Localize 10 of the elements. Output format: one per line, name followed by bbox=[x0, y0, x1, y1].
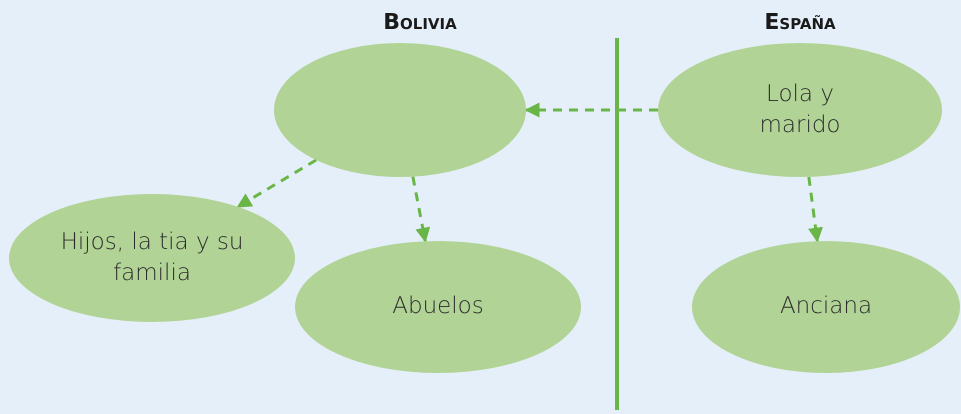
node-text: Anciana bbox=[780, 292, 872, 322]
dashed-arrow bbox=[524, 102, 658, 118]
node-text: Hijos, la tia y su familia bbox=[60, 228, 244, 288]
column-heading: España bbox=[764, 10, 836, 35]
column-heading: Bolivia bbox=[383, 10, 457, 35]
dashed-arrow bbox=[236, 158, 317, 208]
node-text: Lola y marido bbox=[758, 80, 842, 140]
dashed-arrow bbox=[411, 176, 430, 243]
node-text: Abuelos bbox=[392, 292, 484, 322]
dashed-arrow bbox=[807, 176, 823, 243]
